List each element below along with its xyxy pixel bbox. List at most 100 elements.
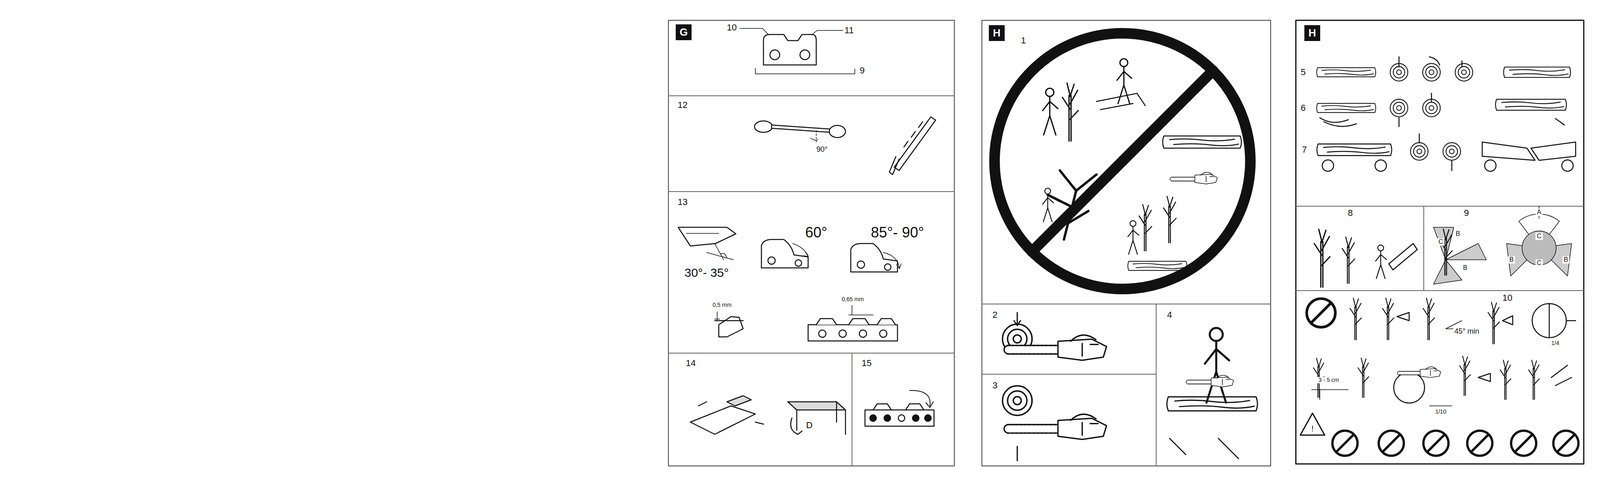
sharpening-angles-part xyxy=(795,259,802,267)
panel-g-part xyxy=(668,20,955,467)
callout-number: 1 xyxy=(1019,35,1028,46)
dimension-label: C xyxy=(1535,259,1543,267)
depth-gauge-part xyxy=(816,318,896,325)
log-cutting xyxy=(1166,328,1258,459)
panel-g xyxy=(668,20,955,467)
felling-zone xyxy=(1314,206,1572,288)
dimension-label: 60° xyxy=(804,224,829,241)
callout-number: 10 xyxy=(1501,293,1514,303)
dimension-label: 1/10 xyxy=(1433,408,1448,416)
cutting-methods-part xyxy=(1002,386,1033,416)
gauge-tools-part xyxy=(698,402,764,425)
panel-h-right xyxy=(1295,20,1584,465)
bucking-rows-part xyxy=(1398,93,1432,127)
dimension-label: ! xyxy=(1310,424,1315,434)
felling-steps-part xyxy=(1551,365,1572,386)
bucking-rows-part xyxy=(1316,103,1376,113)
sharpening-angles-part-part xyxy=(896,263,902,269)
cutting-methods-part xyxy=(1004,335,1107,361)
felling-steps-part xyxy=(1306,298,1336,328)
felling-steps-part xyxy=(1393,372,1425,404)
felling-steps-part xyxy=(1397,367,1441,378)
sharpening-angles-part xyxy=(678,227,736,247)
felling-steps-part xyxy=(1528,360,1540,400)
chain-rivets-part xyxy=(912,415,919,422)
callout-number: 10 xyxy=(725,22,738,33)
dimension-label: 1/4 xyxy=(1550,340,1561,347)
chain-rivets xyxy=(864,390,935,427)
sharpening-angles-part xyxy=(850,243,902,273)
file-sharpening-part xyxy=(815,130,817,143)
felling-steps-part xyxy=(1459,356,1471,396)
depth-gauge-part xyxy=(838,330,847,338)
chain-rivets-part xyxy=(869,415,877,422)
dimension-label: D xyxy=(804,420,814,431)
bucking-rows-part xyxy=(1503,67,1571,78)
file-sharpening-part xyxy=(829,125,846,138)
felling-steps-part xyxy=(1357,358,1369,398)
cutting-methods-part xyxy=(1016,446,1019,461)
warning-row-part xyxy=(1378,430,1404,457)
warning-row-part xyxy=(1511,430,1537,457)
prohibited-work-part xyxy=(1139,204,1152,251)
depth-gauge xyxy=(714,305,898,342)
gauge-tools-part xyxy=(690,406,756,435)
bucking-rows-part xyxy=(1484,160,1497,172)
bucking-rows-part xyxy=(1561,160,1574,172)
prohibited-work-part xyxy=(1127,261,1188,271)
file-sharpening-part xyxy=(894,116,936,171)
felling-zone-part xyxy=(1388,243,1418,271)
panel-letter-badge: H xyxy=(1304,25,1321,42)
warning-row-part xyxy=(1423,430,1449,457)
sharpening-angles-part xyxy=(803,252,809,257)
bucking-rows-part xyxy=(1322,160,1334,172)
felling-steps-part xyxy=(1311,389,1349,400)
felling-steps-part xyxy=(1429,405,1452,407)
cutting-methods-part xyxy=(1004,414,1107,440)
bucking-rows-part xyxy=(1316,144,1392,156)
dimension-label: 90° xyxy=(815,145,829,154)
dimension-label: A xyxy=(1535,208,1543,217)
panel-letter-badge: H xyxy=(988,25,1005,42)
sharpening-angles-part xyxy=(686,233,719,234)
felling-zone-part xyxy=(1375,245,1387,279)
warning-row-part xyxy=(1300,413,1325,436)
bucking-rows-part xyxy=(1316,67,1376,78)
chain-link-part xyxy=(800,49,810,60)
bucking-rows-part xyxy=(1375,160,1387,172)
felling-steps-part xyxy=(1396,312,1410,321)
depth-gauge-part xyxy=(714,316,744,338)
dimension-label: B xyxy=(1562,256,1570,264)
felling-steps-part xyxy=(1500,360,1511,400)
bucking-rows-part xyxy=(1398,56,1462,68)
chain-link-part xyxy=(755,68,855,74)
bucking-rows-part xyxy=(1555,118,1565,126)
felling-steps-part xyxy=(1423,298,1435,341)
callout-number: 4 xyxy=(1165,310,1174,320)
callout-number: 15 xyxy=(860,358,873,369)
bucking-rows-part xyxy=(1442,142,1461,160)
bucking-rows-part xyxy=(1422,63,1440,81)
file-sharpening-part xyxy=(810,138,818,141)
panel-letter-badge: G xyxy=(675,24,692,41)
prohibited-work-part xyxy=(994,33,1251,290)
prohibited-work-part xyxy=(1163,196,1177,243)
dimension-label: B xyxy=(1454,230,1462,238)
log-cutting-part xyxy=(1204,328,1230,403)
depth-gauge-part xyxy=(848,305,874,316)
file-sharpening-part xyxy=(889,156,900,175)
felling-zone-part xyxy=(1314,229,1330,288)
log-cutting-part xyxy=(1186,375,1234,388)
callout-number: 7 xyxy=(1300,144,1309,155)
file-sharpening-part xyxy=(771,125,831,133)
dimension-label: 85°- 90° xyxy=(869,224,926,241)
warning-row-part xyxy=(1467,430,1493,457)
panel-h-part xyxy=(981,304,1271,467)
felling-steps-part xyxy=(1488,302,1500,345)
felling-zone-part xyxy=(1439,229,1453,276)
dimension-label: 30°- 35° xyxy=(683,265,730,280)
prohibited-work-part xyxy=(1042,188,1054,223)
prohibited-work-part xyxy=(1096,93,1146,110)
callout-number: 11 xyxy=(843,25,856,36)
